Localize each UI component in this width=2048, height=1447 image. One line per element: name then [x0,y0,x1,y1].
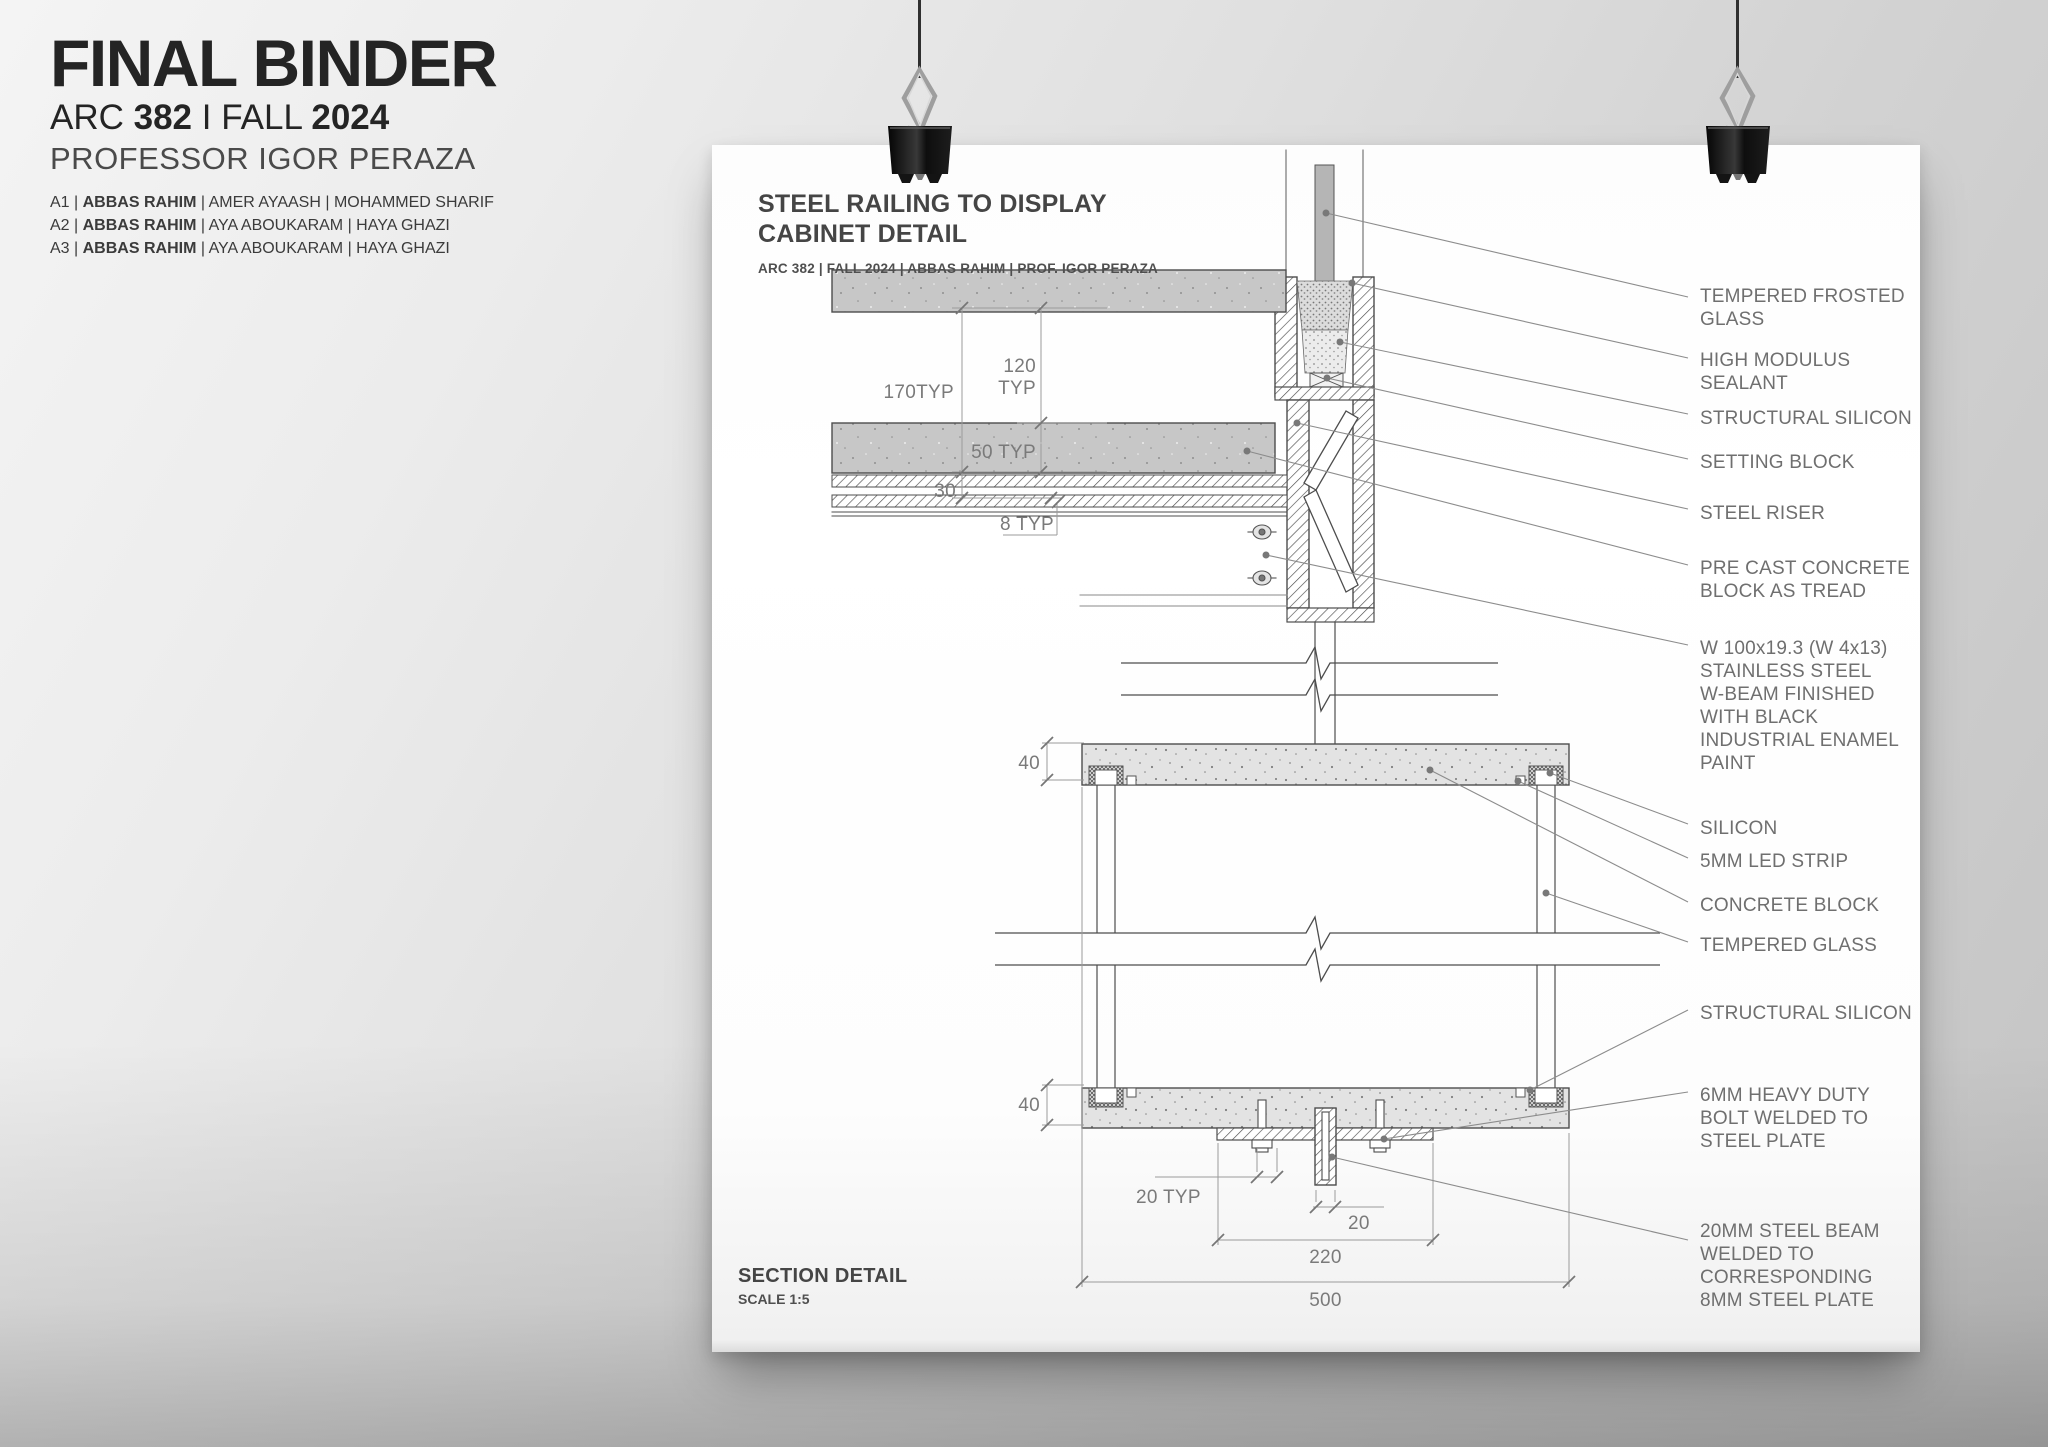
professor-line: PROFESSOR IGOR PERAZA [50,141,476,176]
dim-8-typ: 8 TYP [1000,514,1054,535]
cabinet-top-slab [1081,743,1570,786]
section-scale: SCALE 1:5 [738,1291,810,1307]
lower-tread [831,422,1276,474]
label-silicon: SILICON [1700,818,1778,839]
clip-body [888,126,952,174]
cabinet-detail [1081,743,1570,1186]
dim-40-bottom: 40 [1018,1095,1040,1116]
section-title-block: SECTION DETAIL SCALE 1:5 [738,1265,907,1307]
label-structural-silicon-top: STRUCTURAL SILICON [1700,408,1912,429]
structural-silicon-fill [1301,329,1349,374]
riser-bolts [1247,524,1277,586]
label-tempered-frosted-glass: TEMPERED FROSTED GLASS [1700,286,1905,330]
label-precast-concrete-tread: PRE CAST CONCRETE BLOCK AS TREAD [1700,558,1910,602]
dim-500: 500 [1309,1290,1342,1311]
label-concrete-block: CONCRETE BLOCK [1700,895,1880,916]
team-a2: A2 | ABBAS RAHIM | AYA ABOUKARAM | HAYA … [50,217,450,234]
label-steel-riser: STEEL RISER [1700,503,1826,524]
team-a3: A3 | ABBAS RAHIM | AYA ABOUKARAM | HAYA … [50,240,450,257]
binder-clip-left [888,0,952,183]
leader-dots [1243,209,1554,1161]
clip-body [1706,126,1770,174]
team-a1: A1 | ABBAS RAHIM | AMER AYAASH | MOHAMME… [50,194,494,211]
section-detail-drawing [831,149,1689,1289]
dimension-lines [952,307,1570,1287]
label-heavy-duty-bolt: 6MM HEAVY DUTY BOLT WELDED TO STEEL PLAT… [1700,1085,1870,1152]
label-high-modulus-sealant: HIGH MODULUS SEALANT [1700,350,1851,394]
label-led-strip: 5MM LED STRIP [1700,851,1849,872]
course-line: ARC 382 I FALL 2024 [50,98,390,137]
label-steel-beam: 20MM STEEL BEAM WELDED TO CORRESPONDING … [1700,1221,1880,1311]
dim-120-typ: 120 TYP [998,356,1036,399]
upper-tread [831,269,1287,313]
section-title: SECTION DETAIL [738,1265,908,1287]
label-tempered-glass: TEMPERED GLASS [1700,935,1878,956]
sheet-subtitle: ARC 382 | FALL 2024 | ABBAS RAHIM | PROF… [758,261,1158,276]
sheet-title: STEEL RAILING TO DISPLAY CABINET DETAIL [758,190,1107,248]
riser-brace-upper [1303,410,1359,491]
cabinet-glass-walls [1096,785,1556,1088]
dim-30: 30 [934,481,956,502]
dim-50-typ: 50 TYP [971,442,1036,463]
dim-20-typ: 20 TYP [1136,1187,1201,1208]
riser-brace-lower [1303,489,1359,593]
anchor-bolts [1251,1099,1391,1153]
label-w-beam: W 100x19.3 (W 4x13) STAINLESS STEEL W-BE… [1700,638,1900,774]
sheet-title-block: STEEL RAILING TO DISPLAY CABINET DETAIL … [758,189,1158,276]
break-lines [995,645,1660,983]
team-roster: A1 | ABBAS RAHIM | AMER AYAASH | MOHAMME… [50,191,496,260]
railing-detail [831,149,1375,745]
led-notch-left [1126,775,1137,786]
dimension-ticks [955,301,1576,1289]
binder-title: FINAL BINDER [50,26,498,100]
dim-170-typ: 170TYP [883,382,954,403]
dim-40-top: 40 [1018,753,1040,774]
dim-220: 220 [1309,1247,1342,1268]
dim-20: 20 [1348,1213,1370,1234]
drawing-sheet: STEEL RAILING TO DISPLAY CABINET DETAIL … [712,145,1920,1352]
wall-header: FINAL BINDER ARC 382 I FALL 2024 PROFESS… [50,26,498,260]
label-setting-block: SETTING BLOCK [1700,452,1855,473]
leader-lines [1246,212,1689,1241]
sealant-fill [1296,280,1354,331]
label-structural-silicon-bottom: STRUCTURAL SILICON [1700,1003,1912,1024]
binder-clip-right [1706,0,1770,183]
